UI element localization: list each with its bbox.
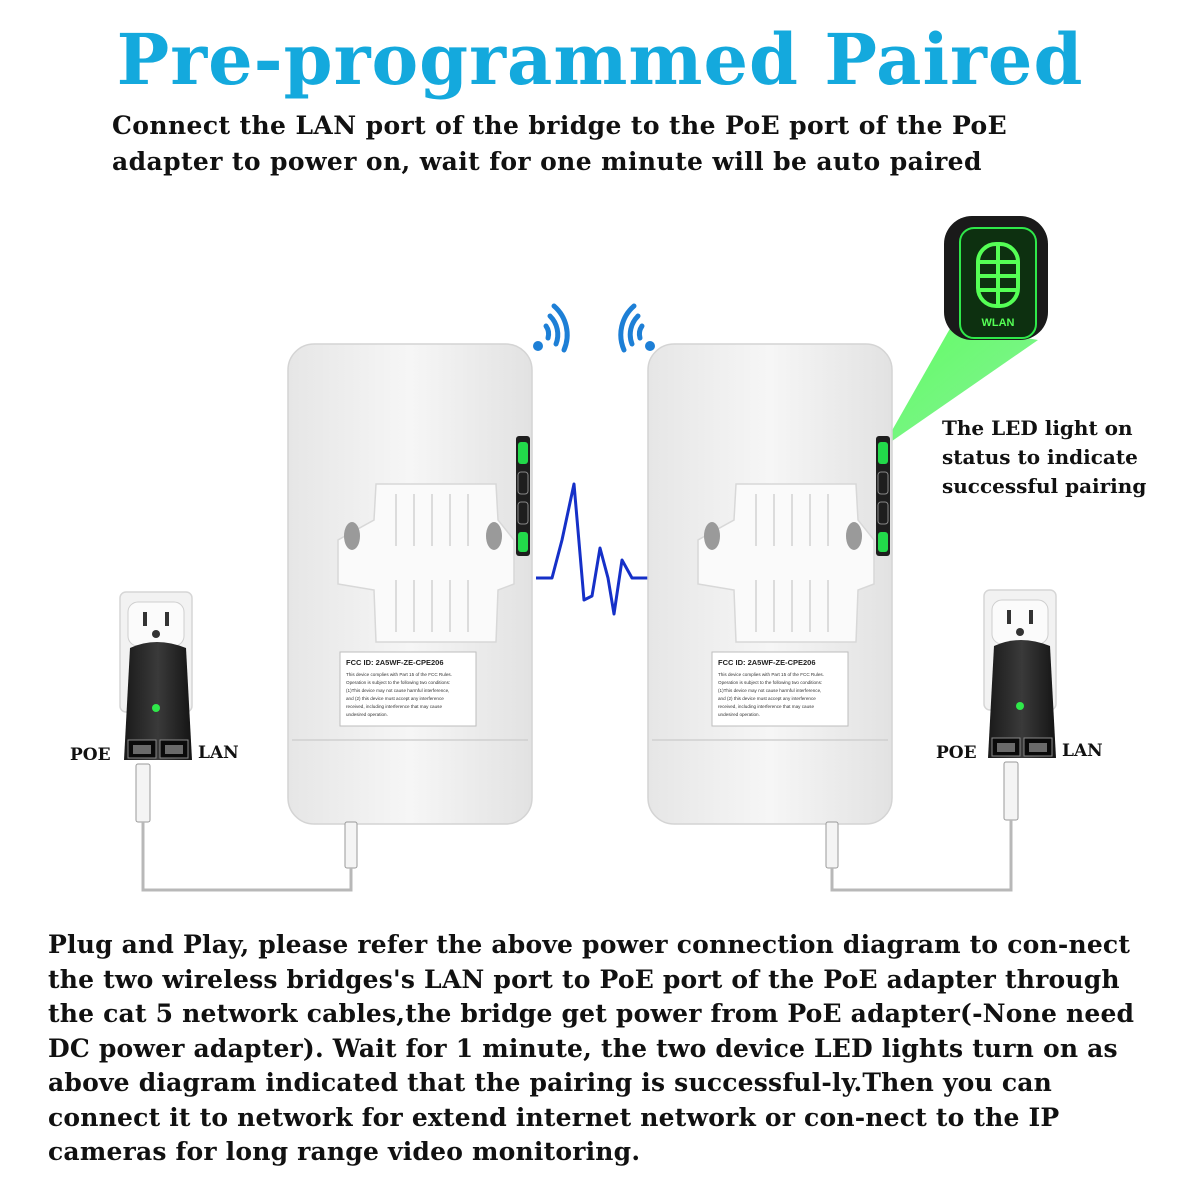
lan-label-left: LAN [198,743,239,763]
svg-text:undesired operation.: undesired operation. [346,712,388,717]
svg-text:FCC ID: 2A5WF-ZE-CPE206: FCC ID: 2A5WF-ZE-CPE206 [718,658,816,667]
svg-text:and (2) this device must accep: and (2) this device must accept any inte… [718,696,816,701]
fcc-label-right: FCC ID: 2A5WF-ZE-CPE206 This device comp… [711,651,849,727]
led-callout-text: The LED light on status to indicate succ… [942,416,1147,498]
wlan-led-icon [976,242,1020,308]
led-strip-right [876,436,890,556]
poe-label-right: POE [936,743,977,763]
poe-adapter-left [124,642,192,760]
instructions-paragraph: Plug and Play, please refer the above po… [48,930,1135,1166]
svg-text:and (2) this device must accep: and (2) this device must accept any inte… [346,696,444,701]
svg-text:undesired operation.: undesired operation. [718,712,760,717]
mounting-bracket-right [697,483,875,643]
svg-text:This device complies with Part: This device complies with Part 15 of the… [718,672,824,677]
svg-text:Operation is subject to the fo: Operation is subject to the following tw… [718,680,822,685]
page-title: Pre-programmed Paired [116,18,1084,101]
page-subtitle: Connect the LAN port of the bridge to th… [112,111,1008,176]
mounting-bracket-left [337,483,515,643]
svg-text:(1)This device may not cause h: (1)This device may not cause harmful int… [346,688,449,693]
svg-text:Operation is subject to the fo: Operation is subject to the following tw… [346,680,450,685]
network-cable-left [141,822,353,892]
network-cable-right [830,820,1013,892]
led-zoom-callout: WLAN [882,216,1048,448]
poe-plug-right [1003,761,1019,821]
led-zoom-beam [882,325,1038,448]
svg-text:received, including interferen: received, including interference that ma… [346,704,442,709]
lan-label-right: LAN [1062,741,1103,761]
fcc-label-left: FCC ID: 2A5WF-ZE-CPE206 This device comp… [339,651,477,727]
led-strip-left [516,436,530,556]
poe-adapter-right [988,640,1056,758]
signal-wave-icon [536,482,648,616]
bridge-device-left: FCC ID: 2A5WF-ZE-CPE206 This device comp… [287,343,533,869]
svg-text:(1)This device may not cause h: (1)This device may not cause harmful int… [718,688,821,693]
bridge-device-right: FCC ID: 2A5WF-ZE-CPE206 This device comp… [647,343,893,869]
wifi-icon-right [618,303,655,353]
wifi-icon-left [533,303,570,353]
svg-text:received, including interferen: received, including interference that ma… [718,704,814,709]
svg-text:This device complies with Part: This device complies with Part 15 of the… [346,672,452,677]
svg-text:FCC ID: 2A5WF-ZE-CPE206: FCC ID: 2A5WF-ZE-CPE206 [346,658,444,667]
poe-label-left: POE [70,745,111,765]
poe-plug-left [135,763,151,823]
led-zoom-label: WLAN [982,317,1015,329]
